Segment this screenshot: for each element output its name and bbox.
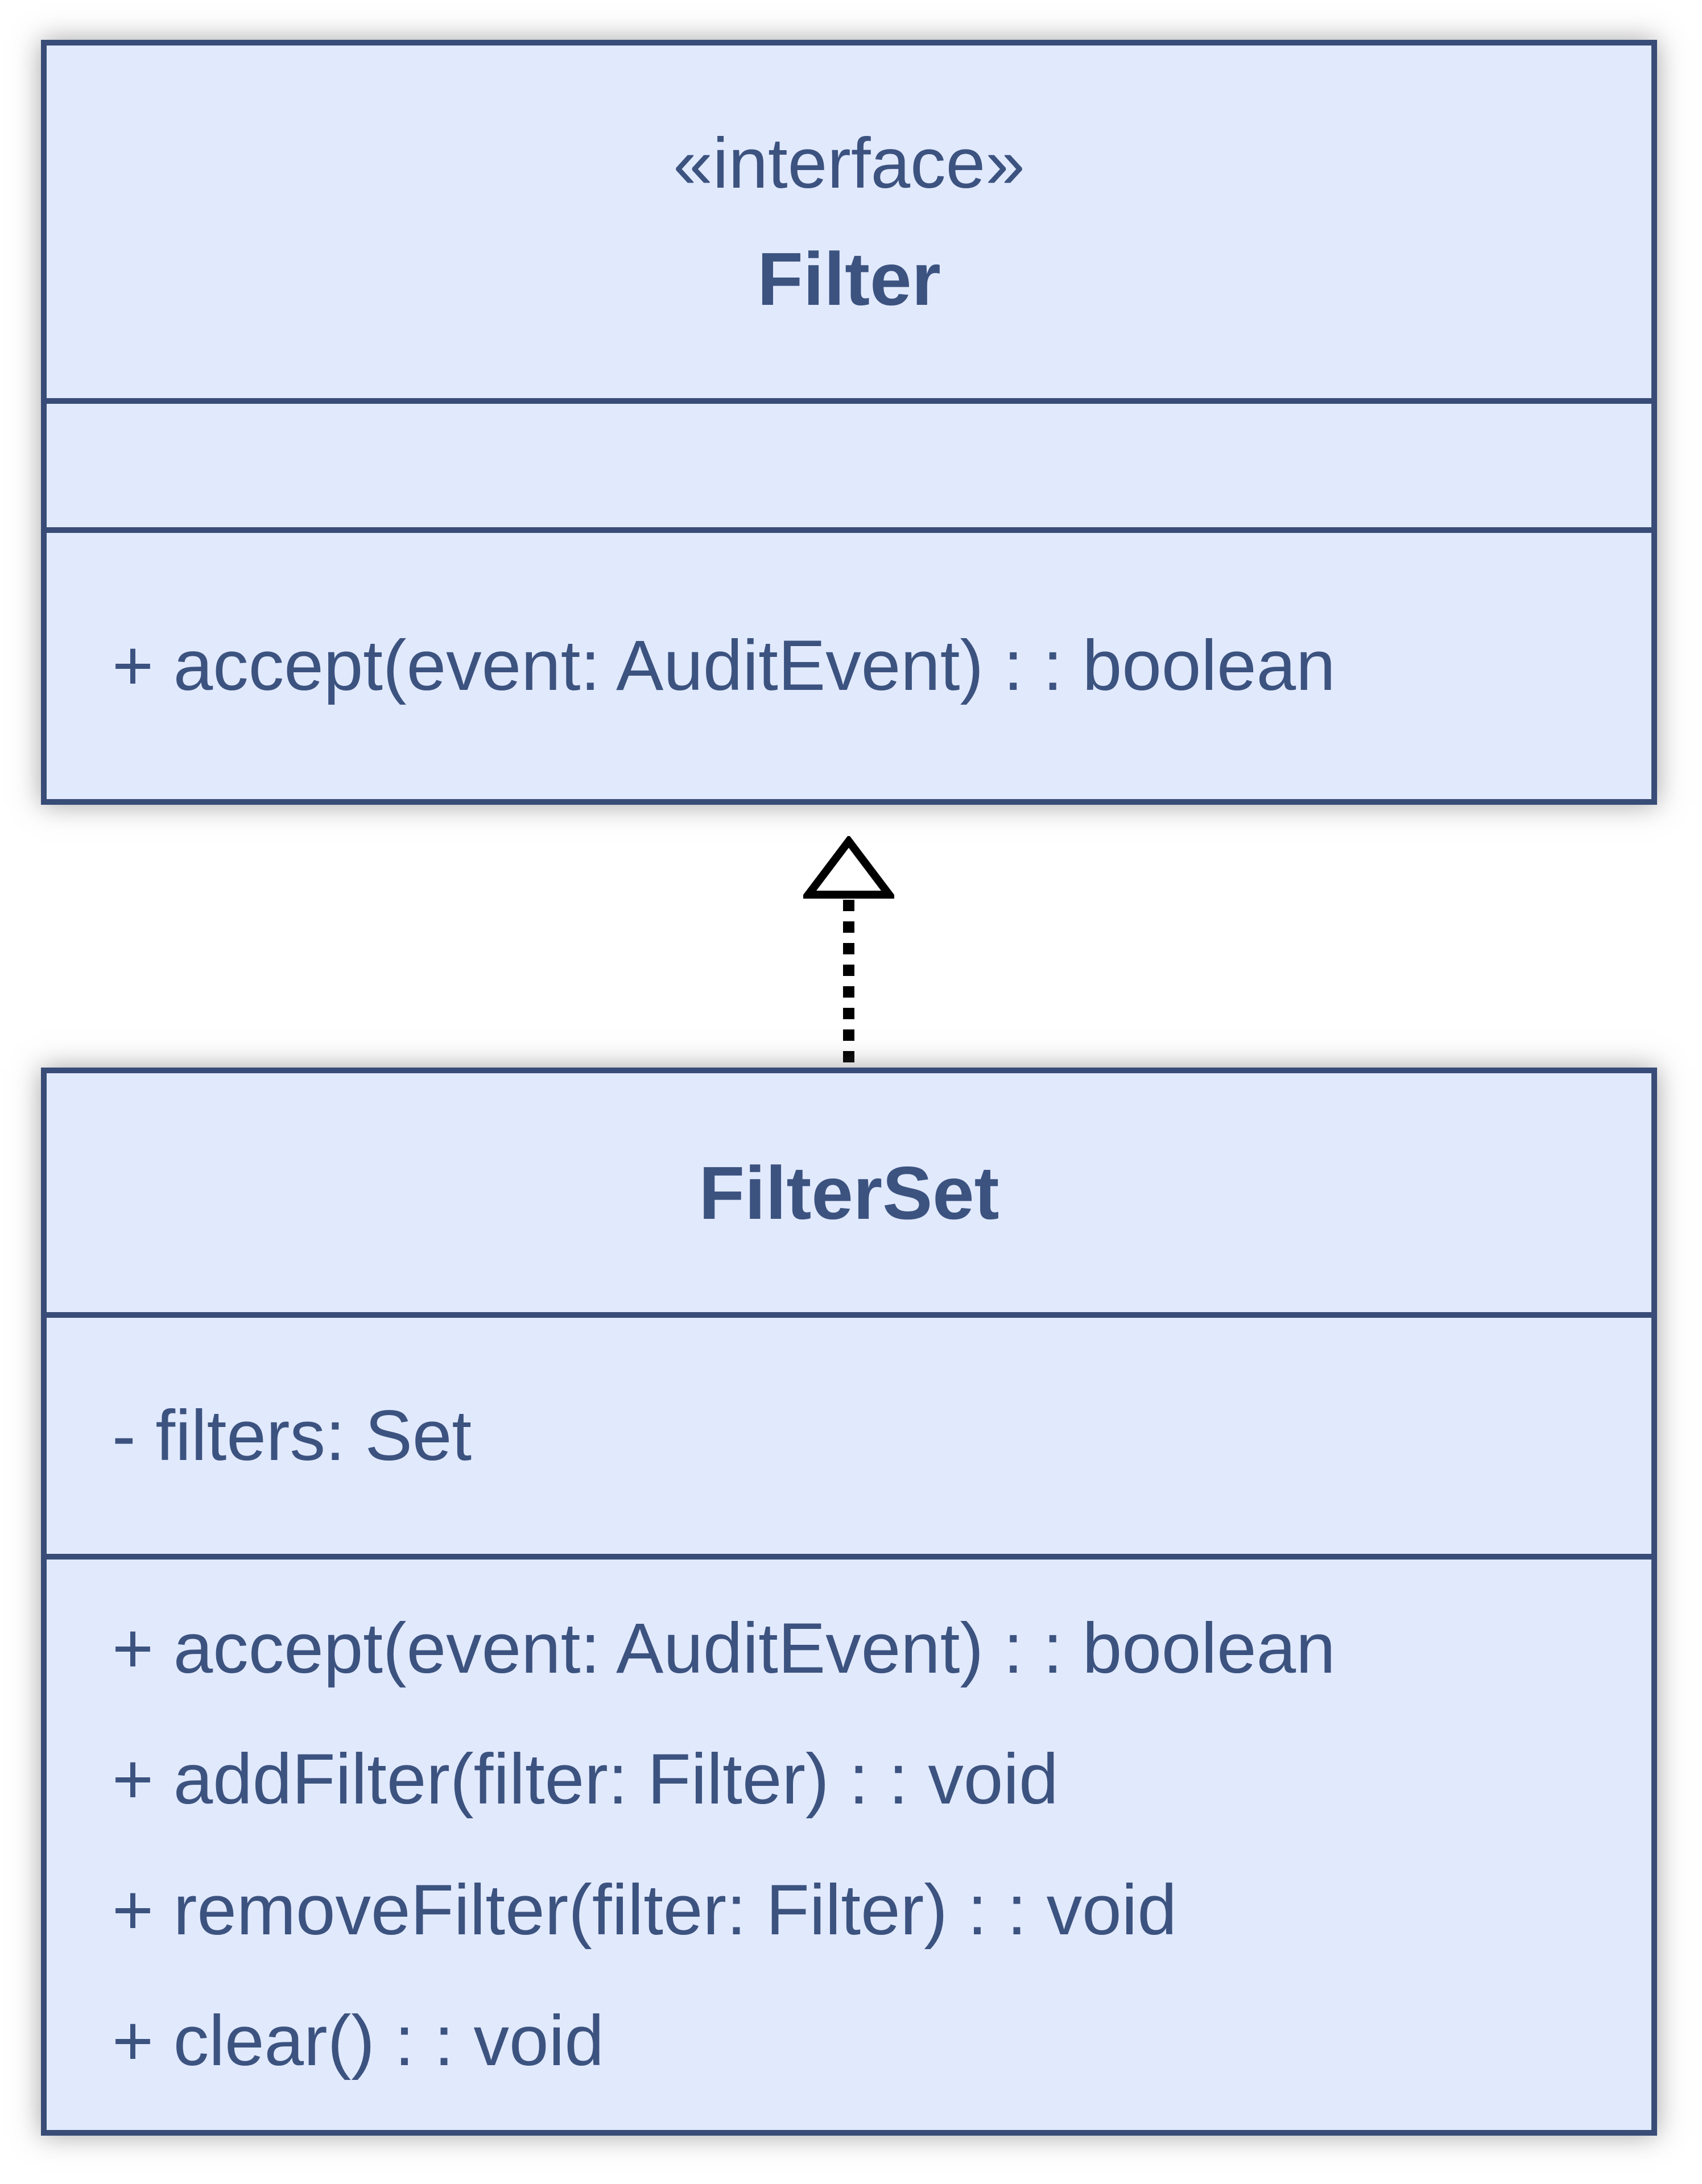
filterset-method-removefilter: + removeFilter(filter: Filter) : : void [112,1870,1177,1950]
interface-title-compartment: «interface» Filter [47,46,1651,398]
interface-attributes-divider [47,398,1651,404]
filterset-attributes-divider [47,1312,1651,1318]
interface-stereotype-label: «interface» [673,123,1025,203]
hollow-triangle-arrowhead-icon [803,836,894,899]
filterset-class-box: FilterSet - filters: Set + accept(event:… [41,1068,1657,2136]
interface-attributes-compartment [47,404,1651,527]
filterset-method-addfilter: + addFilter(filter: Filter) : : void [112,1739,1059,1819]
filterset-attributes-compartment: - filters: Set [47,1318,1651,1554]
filterset-methods-compartment: + accept(event: AuditEvent) : : boolean … [47,1560,1651,2130]
interface-methods-divider [47,527,1651,533]
interface-class-name: Filter [757,237,941,321]
interface-filter-class-box: «interface» Filter + accept(event: Audit… [41,40,1657,805]
filterset-attribute-filters: - filters: Set [112,1396,472,1475]
realization-arrow [803,836,894,1069]
filterset-methods-divider [47,1554,1651,1560]
filterset-title-compartment: FilterSet [47,1073,1651,1312]
interface-methods-compartment: + accept(event: AuditEvent) : : boolean [47,533,1651,799]
filterset-class-name: FilterSet [699,1151,999,1235]
interface-method-accept: + accept(event: AuditEvent) : : boolean [112,626,1336,705]
filterset-method-accept: + accept(event: AuditEvent) : : boolean [112,1608,1336,1688]
dashed-arrow-shaft [843,900,854,1068]
filterset-method-clear: + clear() : : void [112,2001,604,2080]
